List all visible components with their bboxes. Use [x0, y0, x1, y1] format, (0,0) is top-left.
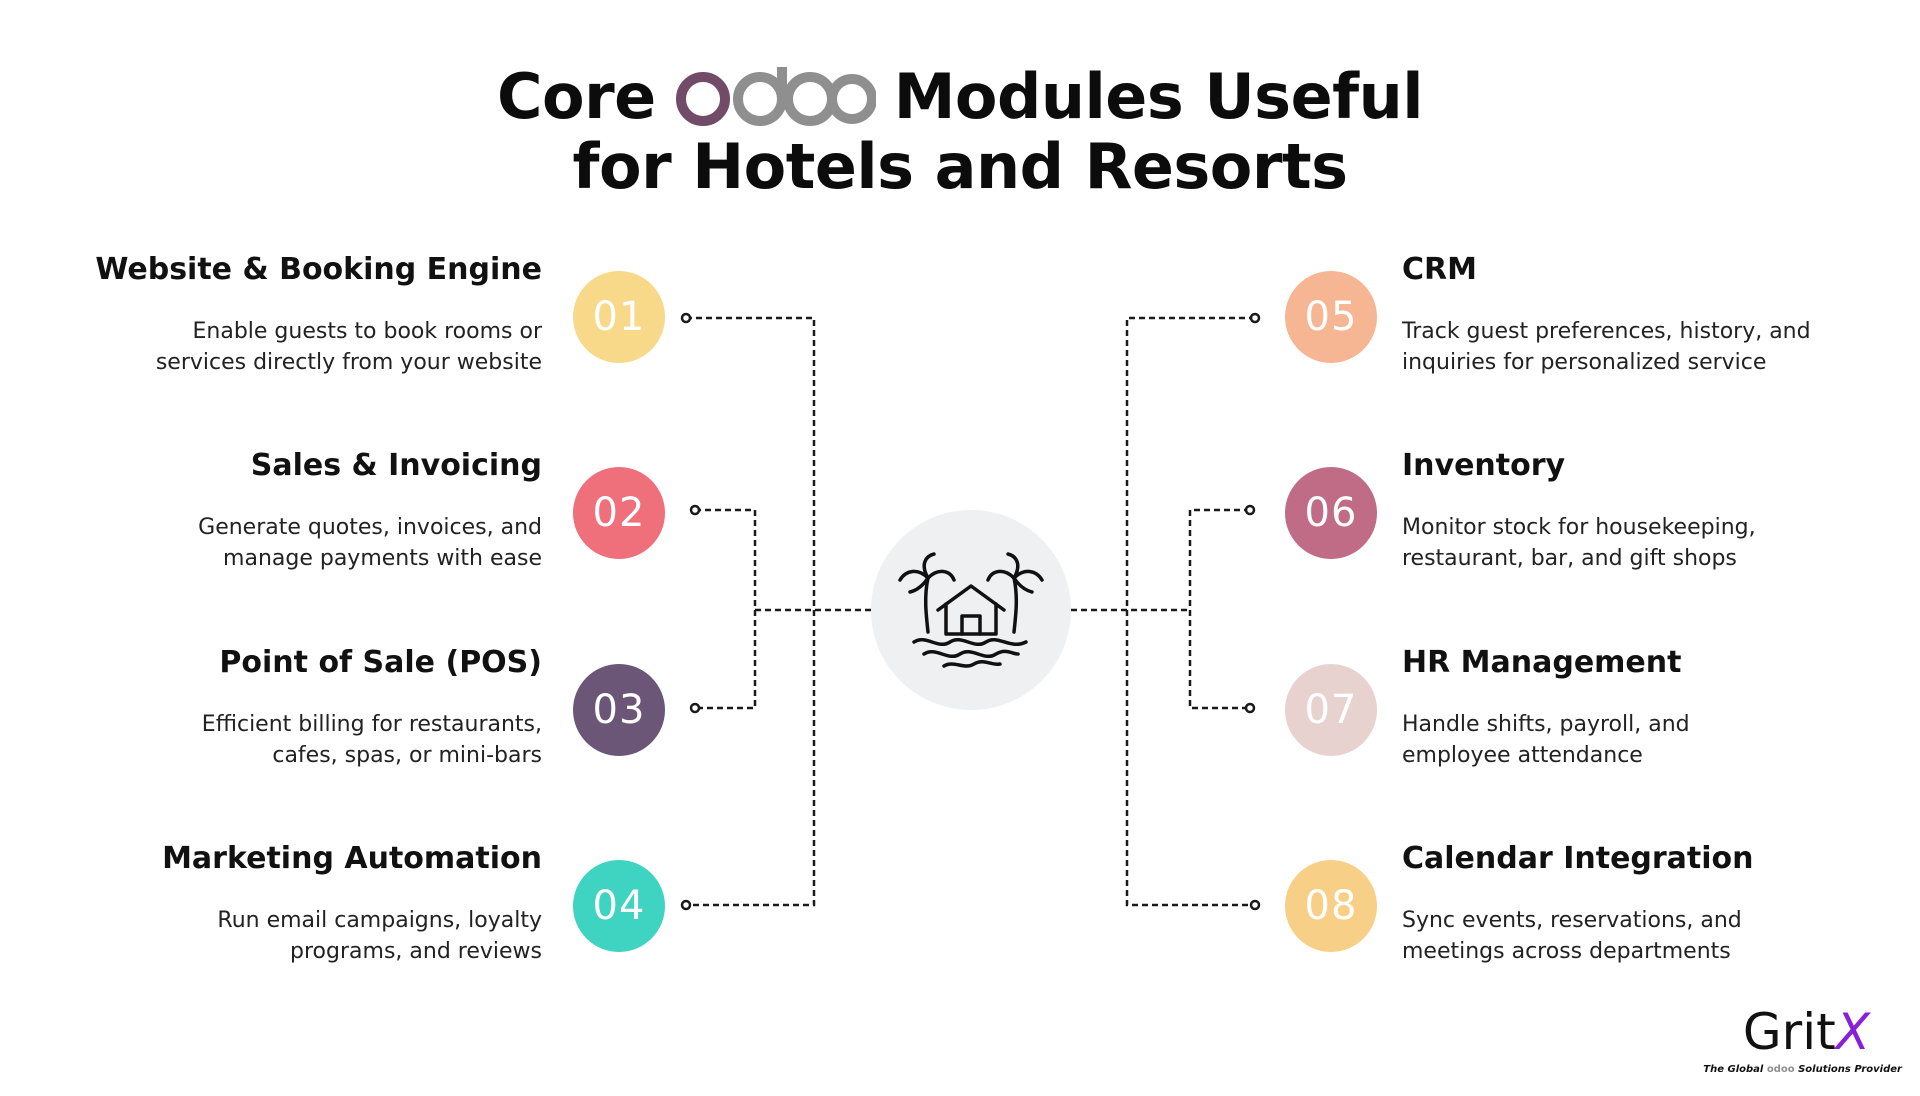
module-number-06: 06	[1285, 467, 1377, 559]
resort-icon	[898, 552, 1044, 668]
odoo-logo	[674, 65, 876, 129]
gritx-logo: GritX The Global odoo Solutions Provider	[1703, 1002, 1912, 1082]
module-title-inventory: Inventory	[1402, 448, 1566, 483]
odoo-logo-icon	[675, 67, 876, 126]
module-desc-calendar: Sync events, reservations, and meetings …	[1402, 908, 1742, 964]
module-number-03: 03	[573, 664, 665, 756]
module-title-calendar: Calendar Integration	[1402, 841, 1754, 876]
module-title-hr: HR Management	[1402, 645, 1682, 680]
module-desc-inventory: Monitor stock for housekeeping, restaura…	[1402, 515, 1756, 571]
module-title-sales-invoicing: Sales & Invoicing	[250, 448, 542, 483]
title-line2: for Hotels and Resorts	[572, 130, 1349, 203]
module-number-01: 01	[573, 271, 665, 363]
module-number-08: 08	[1285, 860, 1377, 952]
module-number-02: 02	[573, 467, 665, 559]
module-desc-pos: Efficient billing for restaurants, cafes…	[201, 712, 542, 768]
module-desc-sales-invoicing: Generate quotes, invoices, and manage pa…	[198, 515, 542, 571]
module-number-05: 05	[1285, 271, 1377, 363]
brand-tagline: The Global odoo Solutions Provider	[1703, 1064, 1902, 1075]
module-number-07: 07	[1285, 664, 1377, 756]
module-desc-marketing: Run email campaigns, loyalty programs, a…	[217, 908, 542, 964]
module-number-04: 04	[573, 860, 665, 952]
module-desc-crm: Track guest preferences, history, and in…	[1402, 319, 1811, 375]
title-core: Core	[497, 60, 656, 133]
module-desc-website-booking: Enable guests to book rooms or services …	[155, 319, 542, 375]
title-modules: Modules Useful	[893, 60, 1424, 133]
brand-name: GritX	[1742, 1003, 1870, 1061]
module-title-marketing: Marketing Automation	[162, 841, 542, 876]
page-title: Core Modules Useful for Hotels and Resor…	[0, 62, 1920, 202]
module-title-pos: Point of Sale (POS)	[219, 645, 542, 680]
hub-circle	[871, 510, 1071, 710]
module-title-website-booking: Website & Booking Engine	[95, 252, 542, 287]
module-desc-hr: Handle shifts, payroll, and employee att…	[1402, 712, 1690, 768]
module-title-crm: CRM	[1402, 252, 1477, 287]
